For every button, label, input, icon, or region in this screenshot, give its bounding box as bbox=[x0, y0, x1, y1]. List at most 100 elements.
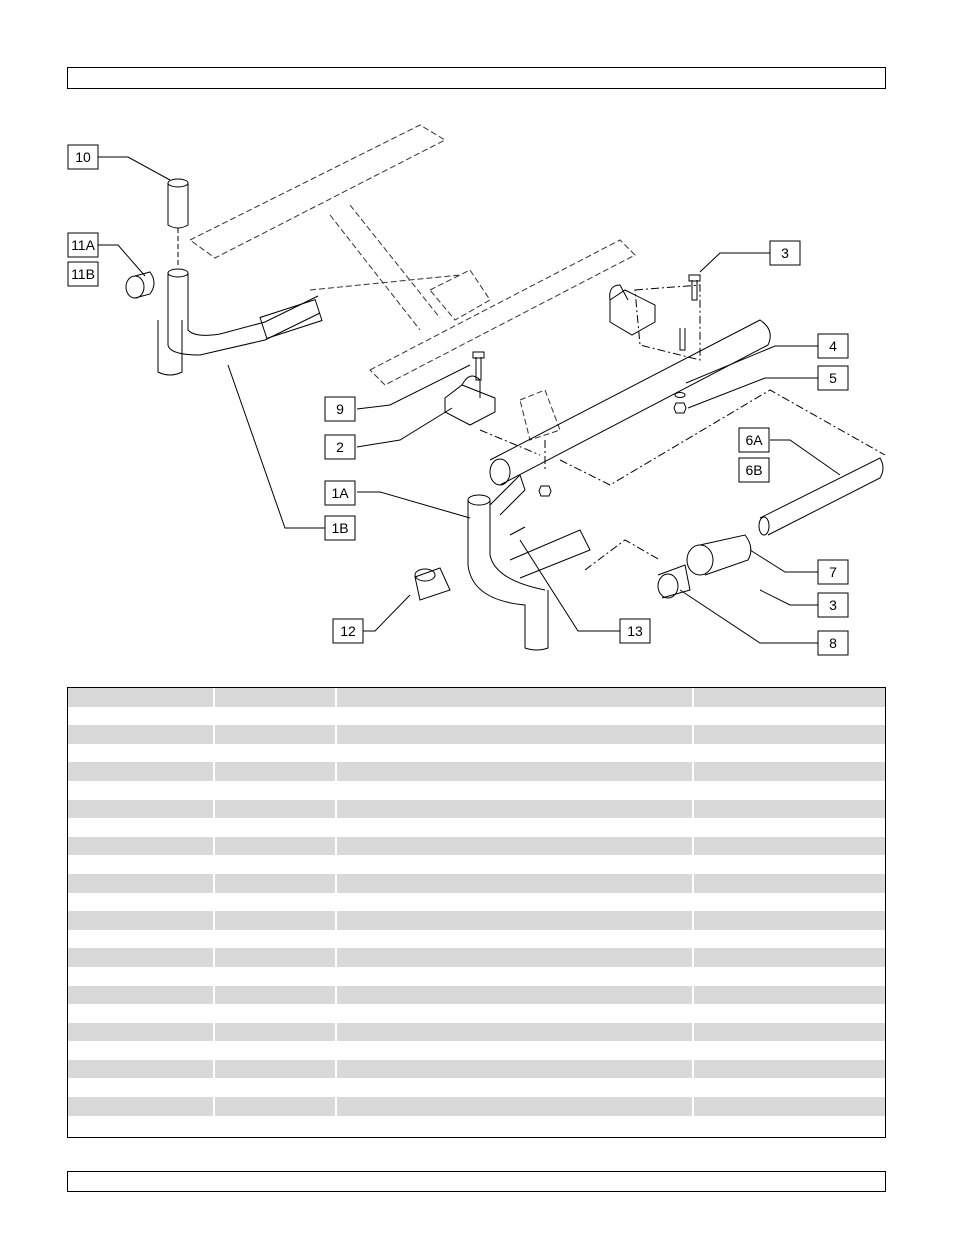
table-cell bbox=[336, 743, 694, 763]
table-cell bbox=[214, 1115, 337, 1135]
callout-6B: 6B bbox=[738, 457, 770, 483]
exploded-parts-diagram: 10 11A 11B 3 4 5 9 2 6A 6B 1A 1B 7 3 12 … bbox=[67, 124, 886, 656]
table-cell bbox=[214, 762, 337, 781]
table-cell bbox=[68, 892, 215, 912]
table-row bbox=[68, 1078, 885, 1098]
table-cell bbox=[214, 1059, 337, 1079]
table-cell bbox=[693, 911, 885, 930]
table-cell bbox=[214, 1041, 337, 1060]
table-cell bbox=[693, 1116, 885, 1135]
table-cell bbox=[214, 948, 337, 967]
table-row bbox=[68, 985, 885, 1005]
table-cell bbox=[693, 985, 885, 1005]
table-row bbox=[68, 1022, 885, 1042]
callout-7: 7 bbox=[817, 559, 849, 585]
table-row bbox=[68, 1059, 885, 1079]
table-cell bbox=[693, 707, 885, 726]
callout-12: 12 bbox=[332, 618, 364, 644]
table-row bbox=[68, 818, 885, 837]
callout-8: 8 bbox=[817, 630, 849, 656]
callout-label: 12 bbox=[340, 623, 356, 639]
table-cell bbox=[214, 818, 337, 837]
parts-table bbox=[67, 687, 886, 1138]
callout-4: 4 bbox=[817, 333, 849, 359]
table-cell bbox=[336, 762, 694, 781]
callout-6A: 6A bbox=[738, 427, 770, 453]
table-cell bbox=[693, 1041, 885, 1060]
table-row bbox=[68, 1097, 885, 1116]
table-row bbox=[68, 799, 885, 819]
callout-10: 10 bbox=[67, 144, 99, 170]
table-cell bbox=[68, 1059, 215, 1079]
table-cell bbox=[68, 1041, 215, 1060]
table-row bbox=[68, 688, 885, 707]
callout-label: 3 bbox=[781, 245, 789, 261]
callout-3-bottom: 3 bbox=[817, 592, 849, 618]
table-cell bbox=[68, 1078, 215, 1098]
table-cell bbox=[214, 706, 337, 726]
table-cell bbox=[214, 873, 337, 893]
table-cell bbox=[336, 1022, 694, 1042]
callout-11A: 11A bbox=[67, 232, 99, 258]
table-cell bbox=[214, 780, 337, 800]
callout-label: 6B bbox=[745, 462, 762, 478]
callout-3-top: 3 bbox=[769, 240, 801, 266]
table-cell bbox=[693, 1004, 885, 1023]
table-cell bbox=[693, 1097, 885, 1116]
table-cell bbox=[336, 1097, 694, 1116]
table-cell bbox=[68, 1097, 215, 1116]
table-cell bbox=[336, 1115, 694, 1135]
table-cell bbox=[336, 706, 694, 726]
callout-9: 9 bbox=[324, 396, 356, 422]
table-cell bbox=[693, 818, 885, 837]
table-cell bbox=[336, 799, 694, 819]
table-cell bbox=[68, 1004, 215, 1023]
callout-13: 13 bbox=[619, 618, 651, 644]
table-cell bbox=[214, 966, 337, 986]
table-cell bbox=[336, 1004, 694, 1023]
table-row bbox=[68, 892, 885, 912]
callout-label: 2 bbox=[336, 439, 344, 455]
callout-11B: 11B bbox=[67, 261, 99, 287]
table-cell bbox=[693, 967, 885, 986]
table-cell bbox=[68, 1115, 215, 1135]
table-cell bbox=[214, 1078, 337, 1098]
table-cell bbox=[68, 855, 215, 874]
table-cell bbox=[693, 762, 885, 781]
table-row bbox=[68, 1115, 885, 1135]
callout-label: 4 bbox=[829, 338, 837, 354]
table-cell bbox=[693, 744, 885, 763]
table-cell bbox=[68, 799, 215, 819]
table-cell bbox=[68, 706, 215, 726]
table-cell bbox=[68, 911, 215, 930]
table-cell bbox=[68, 780, 215, 800]
callout-label: 11A bbox=[71, 237, 96, 253]
table-row bbox=[68, 762, 885, 781]
callout-label: 6A bbox=[745, 432, 763, 448]
table-cell bbox=[336, 836, 694, 856]
table-row bbox=[68, 836, 885, 856]
callout-1A: 1A bbox=[324, 480, 356, 506]
callout-5: 5 bbox=[817, 365, 849, 391]
table-cell bbox=[693, 688, 885, 707]
page-footer bbox=[67, 1171, 886, 1192]
table-cell bbox=[68, 966, 215, 986]
table-cell bbox=[214, 911, 337, 930]
table-cell bbox=[693, 948, 885, 967]
table-cell bbox=[68, 836, 215, 856]
table-cell bbox=[693, 725, 885, 744]
table-cell bbox=[693, 799, 885, 819]
table-cell bbox=[336, 1059, 694, 1079]
table-cell bbox=[214, 929, 337, 949]
table-row bbox=[68, 855, 885, 874]
table-cell bbox=[214, 985, 337, 1005]
callout-label: 11B bbox=[71, 266, 95, 282]
callout-label: 5 bbox=[829, 370, 837, 386]
table-row bbox=[68, 873, 885, 893]
table-cell bbox=[214, 743, 337, 763]
table-cell bbox=[214, 799, 337, 819]
table-cell bbox=[336, 855, 694, 874]
table-cell bbox=[68, 743, 215, 763]
callout-label: 8 bbox=[829, 635, 837, 651]
table-cell bbox=[214, 892, 337, 912]
